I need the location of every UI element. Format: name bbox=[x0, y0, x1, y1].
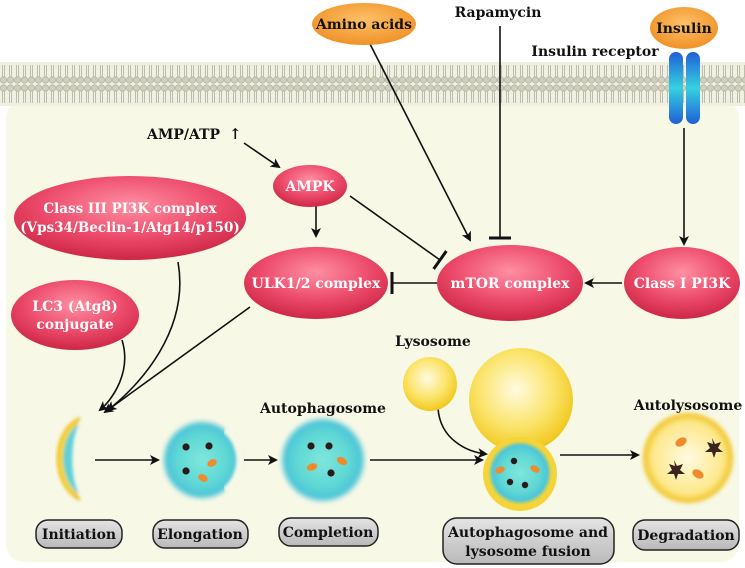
stage-box-elongation bbox=[152, 519, 249, 549]
lysosome-label: Lysosome bbox=[395, 334, 471, 350]
stage-box-fusion bbox=[442, 517, 615, 565]
amino-acids-label: Amino acids bbox=[315, 17, 412, 33]
class1-pi3k-node bbox=[624, 247, 740, 319]
cargo-fragment bbox=[198, 474, 208, 482]
cargo-dot bbox=[327, 469, 335, 477]
stage-fusion-label-line2: lysosome fusion bbox=[465, 544, 590, 560]
pathway-connectors bbox=[95, 26, 689, 465]
cargo-fragment bbox=[495, 466, 505, 474]
cargo-dot bbox=[307, 442, 315, 450]
lysosome bbox=[403, 357, 457, 411]
cargo-fragment bbox=[207, 459, 217, 467]
ampk-label: AMPK bbox=[284, 179, 335, 195]
increase-arrow-icon: ↑ bbox=[229, 125, 242, 143]
stage-initiation-label: Initiation bbox=[42, 527, 116, 543]
insulin-label: Insulin bbox=[656, 21, 712, 37]
autolysosome-label: Autolysosome bbox=[633, 398, 743, 414]
stage-labels: Initiation Elongation Completion Autopha… bbox=[35, 517, 740, 565]
amino-acids-oval bbox=[312, 3, 416, 45]
lc3-conjugate-node bbox=[11, 280, 139, 350]
stage-fusion-label-line1: Autophagosome and bbox=[447, 525, 608, 541]
cargo-fragment bbox=[530, 465, 540, 473]
mtor-label: mTOR complex bbox=[451, 276, 571, 292]
cargo-fragment bbox=[675, 437, 687, 447]
degraded-star-icon bbox=[667, 460, 685, 480]
fusion-organelle bbox=[469, 348, 573, 511]
completion-autophagosome bbox=[279, 416, 367, 504]
amp-atp-label: AMP/ATP bbox=[146, 127, 221, 143]
cargo-dot bbox=[510, 457, 518, 465]
cargo-dot bbox=[325, 442, 333, 450]
lc3-label-line1: LC3 (Atg8) bbox=[32, 299, 117, 315]
arrow-amp-atp-to-ampk bbox=[243, 142, 281, 169]
class3-label-line1: Class III PI3K complex bbox=[43, 201, 217, 217]
insulin-receptor bbox=[669, 52, 700, 124]
rapamycin-label: Rapamycin bbox=[455, 5, 542, 21]
ulk-complex-node bbox=[244, 247, 388, 319]
arrow-class3-to-initiation bbox=[106, 261, 181, 412]
cargo-fragment bbox=[692, 469, 704, 479]
class1-label: Class I PI3K bbox=[634, 276, 731, 292]
autophagosome-label: Autophagosome bbox=[259, 401, 386, 417]
stage-completion-label: Completion bbox=[283, 525, 374, 541]
ampk-node bbox=[273, 165, 347, 207]
initiation-phagophore bbox=[56, 417, 81, 501]
cargo-fragment bbox=[336, 456, 348, 466]
cargo-dot bbox=[506, 478, 514, 486]
cargo-dot bbox=[205, 442, 213, 450]
cargo-dot bbox=[182, 467, 190, 475]
inhibit-ampk-mtor bbox=[349, 195, 448, 270]
arrow-lc3-to-initiation bbox=[98, 339, 126, 412]
lc3-label-line2: conjugate bbox=[36, 317, 114, 333]
stage-box-initiation bbox=[35, 519, 123, 549]
mtor-complex-node bbox=[437, 245, 583, 321]
stage-degradation-label: Degradation bbox=[637, 528, 734, 544]
cargo-dot bbox=[182, 443, 190, 451]
class3-label-line2: (Vps34/Beclin-1/Atg14/p150) bbox=[20, 220, 239, 236]
autolysosome bbox=[641, 411, 735, 505]
elongation-vesicle bbox=[161, 419, 247, 501]
stage-box-degradation bbox=[632, 519, 740, 551]
stage-box-completion bbox=[278, 517, 379, 547]
degraded-star-icon bbox=[705, 438, 723, 458]
class3-pi3k-node bbox=[14, 176, 246, 260]
stage-elongation-label: Elongation bbox=[157, 527, 243, 543]
arrow-amino-acids-to-mtor bbox=[369, 43, 471, 242]
cargo-fragment bbox=[306, 463, 318, 471]
insulin-oval bbox=[650, 7, 718, 49]
cargo-dot bbox=[521, 481, 529, 489]
arrow-lysosome-to-fusion bbox=[437, 407, 488, 459]
ulk-label: ULK1/2 complex bbox=[252, 276, 381, 292]
cell-membrane bbox=[0, 62, 745, 106]
arrow-ulk-to-initiation bbox=[103, 306, 251, 414]
insulin-receptor-label: Insulin receptor bbox=[531, 44, 659, 60]
